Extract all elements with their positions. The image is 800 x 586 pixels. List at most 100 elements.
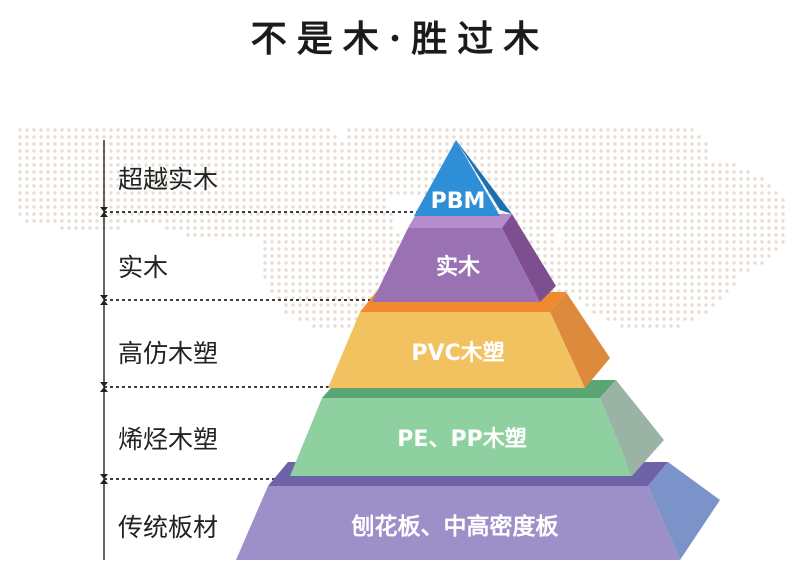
map-dot	[18, 135, 22, 139]
map-dot	[81, 135, 85, 139]
map-dot	[333, 135, 337, 139]
map-dot	[578, 226, 582, 230]
map-dot	[340, 296, 344, 300]
map-dot	[88, 177, 92, 181]
map-dot	[725, 240, 729, 244]
map-dot	[655, 226, 659, 230]
map-dot	[172, 142, 176, 146]
map-dot	[578, 177, 582, 181]
map-dot	[648, 219, 652, 223]
map-dot	[179, 149, 183, 153]
map-dot	[704, 205, 708, 209]
map-dot	[354, 310, 358, 314]
map-dot	[606, 177, 610, 181]
map-dot	[368, 198, 372, 202]
map-dot	[123, 163, 127, 167]
map-dot	[249, 128, 253, 132]
map-dot	[368, 205, 372, 209]
map-dot	[732, 261, 736, 265]
map-dot	[592, 128, 596, 132]
map-dot	[25, 219, 29, 223]
map-dot	[529, 191, 533, 195]
map-dot	[753, 240, 757, 244]
map-dot	[347, 177, 351, 181]
map-dot	[53, 184, 57, 188]
map-dot	[291, 303, 295, 307]
map-dot	[753, 219, 757, 223]
map-dot	[347, 296, 351, 300]
map-dot	[312, 198, 316, 202]
map-dot	[137, 142, 141, 146]
map-dot	[109, 170, 113, 174]
map-dot	[382, 198, 386, 202]
layer-pbm-side	[456, 140, 512, 214]
map-dot	[648, 156, 652, 160]
map-dot	[74, 156, 78, 160]
map-dot	[137, 156, 141, 160]
map-dot	[634, 198, 638, 202]
map-dot	[417, 177, 421, 181]
map-dot	[501, 177, 505, 181]
map-dot	[39, 177, 43, 181]
map-dot	[732, 163, 736, 167]
map-dot	[648, 198, 652, 202]
map-dot	[571, 275, 575, 279]
map-dot	[522, 198, 526, 202]
map-dot	[347, 240, 351, 244]
map-dot	[592, 275, 596, 279]
map-dot	[662, 142, 666, 146]
map-dot	[683, 163, 687, 167]
map-dot	[200, 233, 204, 237]
map-dot	[767, 226, 771, 230]
map-dot	[564, 254, 568, 258]
map-dot	[627, 317, 631, 321]
map-dot	[354, 177, 358, 181]
map-dot	[529, 135, 533, 139]
map-dot	[718, 261, 722, 265]
map-dot	[655, 233, 659, 237]
map-dot	[368, 170, 372, 174]
map-dot	[60, 135, 64, 139]
map-dot	[340, 205, 344, 209]
map-dot	[760, 261, 764, 265]
map-dot	[116, 170, 120, 174]
map-dot	[515, 198, 519, 202]
page-title: 不是木·胜过木	[250, 18, 550, 60]
map-dot	[655, 184, 659, 188]
map-dot	[179, 226, 183, 230]
map-dot	[382, 135, 386, 139]
map-dot	[305, 205, 309, 209]
map-dot	[683, 303, 687, 307]
map-dot	[32, 156, 36, 160]
map-dot	[690, 149, 694, 153]
map-dot	[354, 303, 358, 307]
map-dot	[655, 163, 659, 167]
map-dot	[256, 205, 260, 209]
map-dot	[690, 142, 694, 146]
map-dot	[242, 233, 246, 237]
map-dot	[389, 163, 393, 167]
map-dot	[60, 156, 64, 160]
map-dot	[620, 205, 624, 209]
map-dot	[697, 149, 701, 153]
map-dot	[179, 219, 183, 223]
map-dot	[333, 282, 337, 286]
map-dot	[697, 212, 701, 216]
map-dot	[718, 254, 722, 258]
map-dot	[648, 226, 652, 230]
map-dot	[256, 142, 260, 146]
map-dot	[291, 163, 295, 167]
map-dot	[620, 296, 624, 300]
map-dot	[354, 198, 358, 202]
map-dot	[46, 184, 50, 188]
map-dot	[333, 212, 337, 216]
map-dot	[123, 212, 127, 216]
map-dot	[739, 226, 743, 230]
map-dot	[543, 170, 547, 174]
map-dot	[354, 275, 358, 279]
map-dot	[67, 163, 71, 167]
map-dot	[662, 205, 666, 209]
map-dot	[466, 128, 470, 132]
map-dot	[347, 324, 351, 328]
map-dot	[662, 128, 666, 132]
